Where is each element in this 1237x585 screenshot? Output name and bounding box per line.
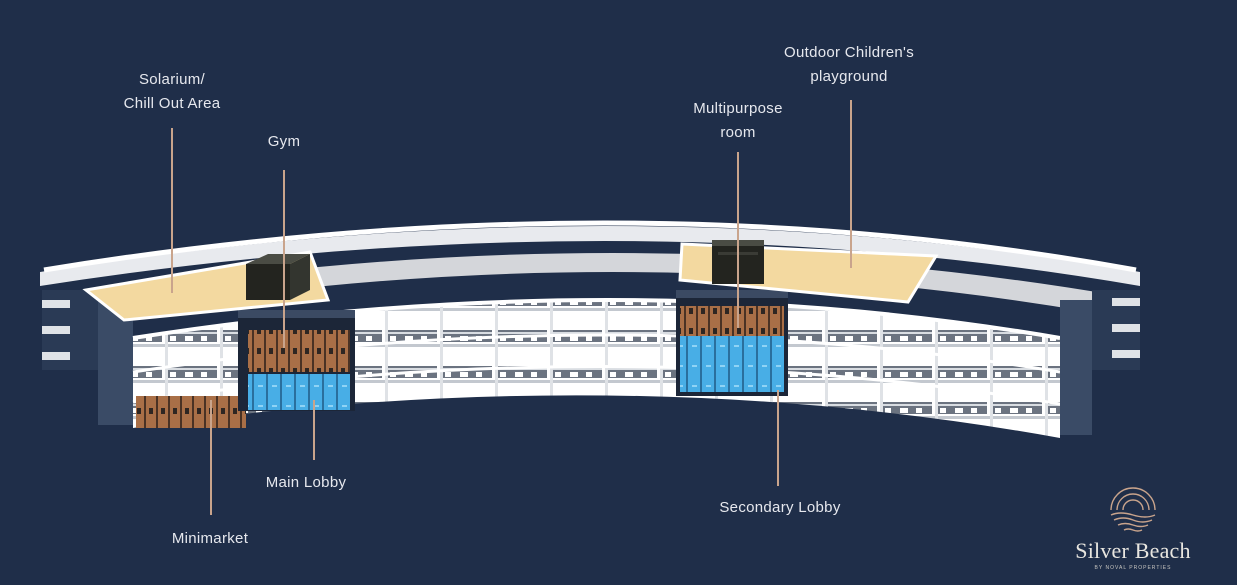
brand-name: Silver Beach — [1075, 538, 1191, 563]
label-playground-line1: Outdoor Children's — [784, 44, 914, 61]
label-multipurpose-line2: room — [720, 124, 756, 141]
gym-rooftop-box — [246, 254, 310, 300]
leader-lines — [171, 100, 852, 515]
minimarket-area — [136, 396, 246, 428]
label-multipurpose: Multipurpose room — [670, 97, 806, 145]
roof-rail — [43, 220, 1137, 273]
label-secondary-lobby: Secondary Lobby — [700, 496, 860, 520]
label-solarium-line2: Chill Out Area — [123, 95, 221, 112]
label-playground-line2: playground — [810, 68, 888, 85]
brand-subtitle: BY NOVAL PROPERTIES — [1094, 565, 1172, 571]
shell-sun-icon — [1110, 487, 1156, 532]
gym-block — [238, 310, 355, 411]
label-gym: Gym — [244, 130, 324, 154]
label-minimarket: Minimarket — [150, 527, 270, 551]
roof-slab — [40, 226, 1140, 286]
label-minimarket-text: Minimarket — [171, 530, 249, 547]
label-multipurpose-line1: Multipurpose — [693, 100, 783, 117]
label-secondary-lobby-text: Secondary Lobby — [719, 499, 841, 516]
label-gym-text: Gym — [267, 133, 301, 150]
right-wing — [1060, 290, 1140, 435]
label-solarium: Solarium/ Chill Out Area — [112, 68, 232, 116]
label-playground: Outdoor Children's playground — [766, 41, 932, 89]
label-solarium-line1: Solarium/ — [138, 71, 206, 88]
label-main-lobby: Main Lobby — [246, 471, 366, 495]
facade — [133, 300, 1060, 438]
multipurpose-block — [676, 290, 788, 396]
brand-logo: Silver Beach BY NOVAL PROPERTIES — [1058, 480, 1208, 580]
label-main-lobby-text: Main Lobby — [265, 474, 347, 491]
